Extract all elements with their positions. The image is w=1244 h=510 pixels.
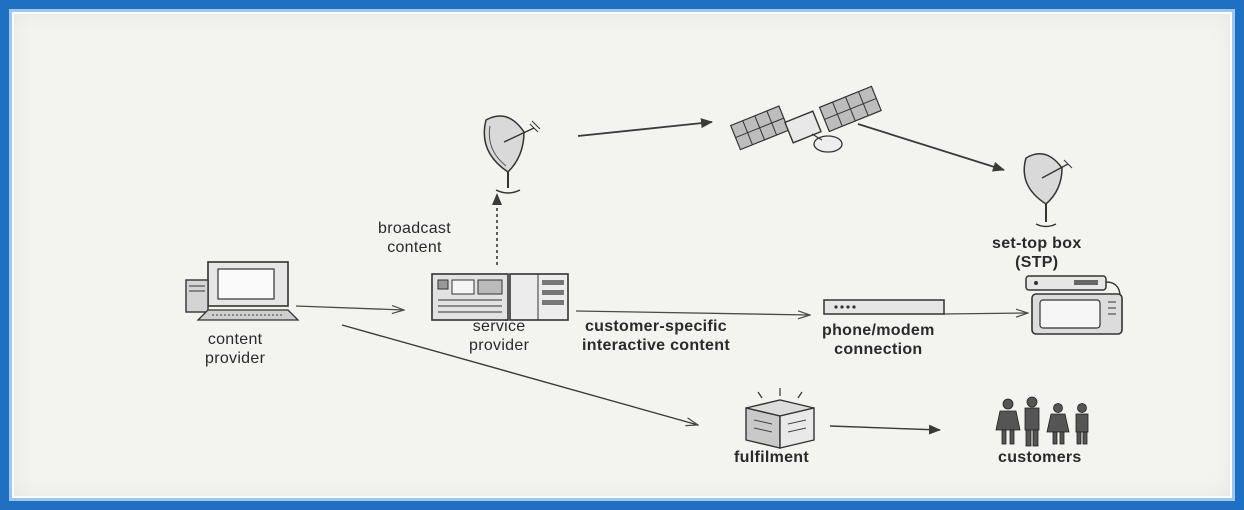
broadcast-content-line1: broadcast bbox=[378, 220, 451, 237]
phone-modem-label: phone/modem connection bbox=[822, 321, 935, 359]
package-icon bbox=[745, 388, 815, 449]
interactive-content-line1: customer-specific bbox=[584, 318, 727, 335]
interactive-content-label: customer-specific interactive content bbox=[582, 317, 730, 355]
service-provider-line2: provider bbox=[469, 337, 530, 354]
phone-modem-line1: phone/modem bbox=[822, 322, 935, 339]
content-provider-line2: provider bbox=[205, 350, 266, 367]
diagram-canvas: broadcast content set-top box (STP) cont… bbox=[9, 9, 1235, 501]
content-provider-label: content provider bbox=[205, 330, 265, 368]
set-top-box-line2: (STP) bbox=[1015, 254, 1059, 271]
computer-icon bbox=[185, 261, 300, 321]
people-icon bbox=[995, 396, 1089, 447]
phone-modem-line2: connection bbox=[834, 341, 923, 358]
receiver-dish-icon bbox=[1023, 153, 1073, 228]
interactive-content-line2: interactive content bbox=[582, 337, 730, 354]
arrow-modem-to-stb bbox=[941, 313, 1028, 314]
modem-icon bbox=[823, 299, 945, 315]
fulfilment-label: fulfilment bbox=[734, 449, 809, 466]
broadcast-content-label: broadcast content bbox=[378, 219, 451, 257]
service-provider-line1: service bbox=[472, 318, 526, 335]
content-provider-line1: content bbox=[207, 331, 263, 348]
arrow-fulfilment-to-customers bbox=[829, 424, 941, 435]
diagram-svg bbox=[185, 85, 1123, 449]
satellite-icon bbox=[729, 85, 882, 153]
arrow-satellite-to-dish bbox=[857, 123, 1005, 172]
service-provider-label: service provider bbox=[469, 317, 529, 355]
satellite-dish-icon bbox=[483, 115, 541, 194]
set-top-box-icon bbox=[1025, 275, 1123, 335]
set-top-box-label: set-top box (STP) bbox=[992, 234, 1082, 272]
customers-label: customers bbox=[998, 449, 1082, 466]
arrow-computer-to-server bbox=[295, 306, 404, 310]
broadcast-content-line2: content bbox=[387, 239, 442, 256]
set-top-box-line1: set-top box bbox=[992, 235, 1082, 252]
arrow-server-to-modem bbox=[575, 311, 810, 315]
arrow-computer-to-fulfilment bbox=[341, 324, 698, 425]
arrow-uplink-to-satellite bbox=[577, 118, 713, 137]
server-icon bbox=[431, 273, 569, 321]
